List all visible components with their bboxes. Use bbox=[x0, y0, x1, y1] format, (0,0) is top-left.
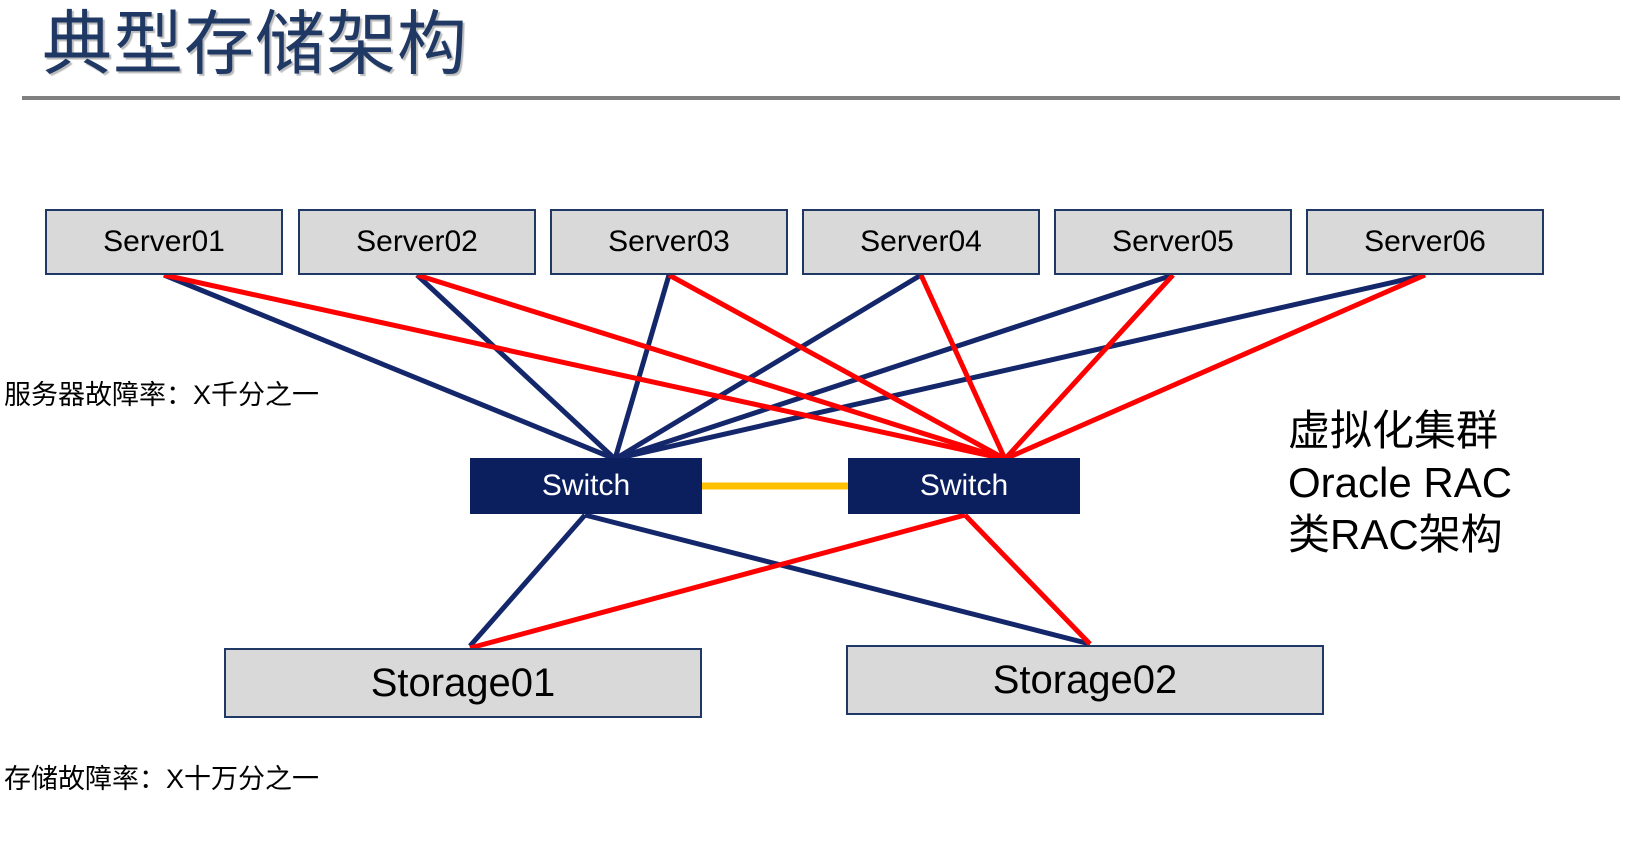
server-node-03[interactable]: Server03 bbox=[550, 209, 788, 275]
title-divider bbox=[22, 96, 1620, 100]
server-node-01[interactable]: Server01 bbox=[45, 209, 283, 275]
links-left-switch-to-storage bbox=[468, 512, 1091, 648]
server-node-02[interactable]: Server02 bbox=[298, 209, 536, 275]
link-server03-switch-right bbox=[667, 272, 1007, 462]
cluster-note-line-3: 类RAC架构 bbox=[1288, 511, 1503, 558]
page-title: 典型存储架构 bbox=[42, 5, 468, 83]
server-node-label: Server06 bbox=[1364, 225, 1486, 258]
switch-node-label: Switch bbox=[919, 469, 1009, 502]
link-switch-right-storage01 bbox=[469, 512, 966, 651]
server-failure-rate-note: 服务器故障率：X千分之一 bbox=[4, 380, 320, 410]
server-node-04[interactable]: Server04 bbox=[802, 209, 1040, 275]
link-server04-switch-left bbox=[613, 272, 923, 462]
link-server01-switch-right bbox=[163, 272, 1006, 462]
storage-failure-rate-note: 存储故障率：X十万分之一 bbox=[4, 764, 320, 794]
link-switch-left-storage02 bbox=[584, 512, 1091, 647]
link-server05-switch-left bbox=[614, 272, 1174, 462]
link-switch-left-storage01 bbox=[468, 513, 587, 648]
links-right-switch-to-storage bbox=[469, 512, 1092, 651]
link-switch-right-storage02 bbox=[963, 513, 1092, 646]
storage-node-02[interactable]: Storage02 bbox=[846, 645, 1324, 715]
server-node-label: Server04 bbox=[860, 225, 982, 258]
server-node-06[interactable]: Server06 bbox=[1306, 209, 1544, 275]
link-server03-switch-left bbox=[612, 274, 672, 460]
cluster-architecture-note: 虚拟化集群 Oracle RAC 类RAC架构 bbox=[1288, 405, 1512, 561]
cluster-note-line-2: Oracle RAC bbox=[1288, 459, 1513, 506]
link-server02-switch-left bbox=[415, 273, 617, 461]
server-node-05[interactable]: Server05 bbox=[1054, 209, 1292, 275]
links-server-to-right-switch bbox=[163, 272, 1427, 462]
server-node-label: Server05 bbox=[1112, 225, 1234, 258]
link-server06-switch-right bbox=[1003, 272, 1427, 462]
link-server04-switch-right bbox=[918, 273, 1008, 461]
storage-node-01[interactable]: Storage01 bbox=[224, 648, 702, 718]
switch-node-right[interactable]: Switch bbox=[848, 458, 1080, 514]
server-node-label: Server01 bbox=[103, 225, 225, 258]
link-server01-switch-left bbox=[163, 272, 616, 462]
link-server05-switch-right bbox=[1003, 273, 1175, 461]
switch-node-left[interactable]: Switch bbox=[470, 458, 702, 514]
server-node-label: Server03 bbox=[608, 225, 730, 258]
switch-node-label: Switch bbox=[541, 469, 631, 502]
server-node-label: Server02 bbox=[356, 225, 478, 258]
cluster-note-line-1: 虚拟化集群 bbox=[1288, 407, 1499, 454]
link-server02-switch-right bbox=[416, 272, 1006, 462]
link-server06-switch-left bbox=[614, 272, 1426, 462]
storage-node-label: Storage01 bbox=[370, 660, 556, 705]
links-server-to-left-switch bbox=[163, 272, 1426, 462]
storage-node-label: Storage02 bbox=[992, 657, 1178, 702]
